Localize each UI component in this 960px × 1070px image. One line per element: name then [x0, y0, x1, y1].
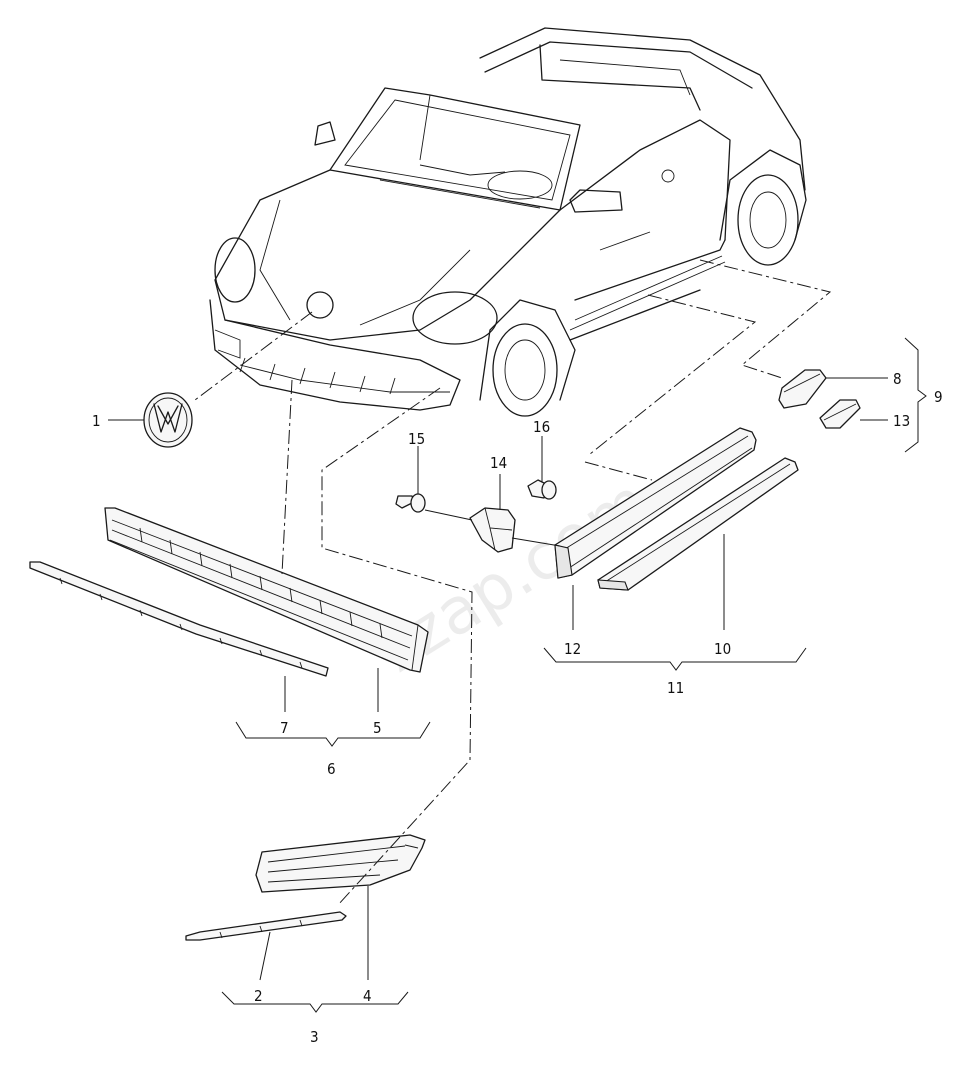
sill-trim-part[interactable]: [554, 427, 757, 579]
callout-1[interactable]: 1: [92, 412, 101, 430]
screw-part-16[interactable]: [527, 479, 557, 500]
callout-11[interactable]: 11: [667, 679, 684, 697]
grille-trim-strip-part[interactable]: [29, 561, 329, 677]
callout-16[interactable]: 16: [533, 418, 550, 436]
screw-part-15[interactable]: [395, 493, 426, 513]
callout-12[interactable]: 12: [564, 640, 581, 658]
end-cap-insert-part[interactable]: [819, 399, 861, 429]
reference-lines: [194, 259, 832, 906]
callout-3[interactable]: 3: [310, 1028, 319, 1046]
callout-14[interactable]: 14: [490, 454, 507, 472]
callout-9[interactable]: 9: [934, 388, 943, 406]
leader-lines: [108, 337, 927, 1013]
sill-protector-strip-part[interactable]: [597, 457, 799, 591]
callout-15[interactable]: 15: [408, 430, 425, 448]
clip-part[interactable]: [469, 507, 516, 553]
callout-5[interactable]: 5: [373, 719, 382, 737]
callout-6[interactable]: 6: [327, 760, 336, 778]
side-grille-trim-part[interactable]: [185, 911, 347, 941]
grille-part[interactable]: [104, 507, 429, 673]
end-cap-part[interactable]: [778, 369, 827, 409]
emblem-part[interactable]: [143, 392, 193, 448]
callout-10[interactable]: 10: [714, 640, 731, 658]
car-illustration: [209, 27, 807, 417]
callout-13[interactable]: 13: [893, 412, 910, 430]
callout-2[interactable]: 2: [254, 987, 263, 1005]
callout-4[interactable]: 4: [363, 987, 372, 1005]
callout-7[interactable]: 7: [280, 719, 289, 737]
side-grille-part[interactable]: [255, 834, 426, 893]
callout-labels: 1 2 3 4 5 6 7 8 9 10 11 12 13 14 15 16: [92, 370, 943, 1046]
callout-8[interactable]: 8: [893, 370, 902, 388]
